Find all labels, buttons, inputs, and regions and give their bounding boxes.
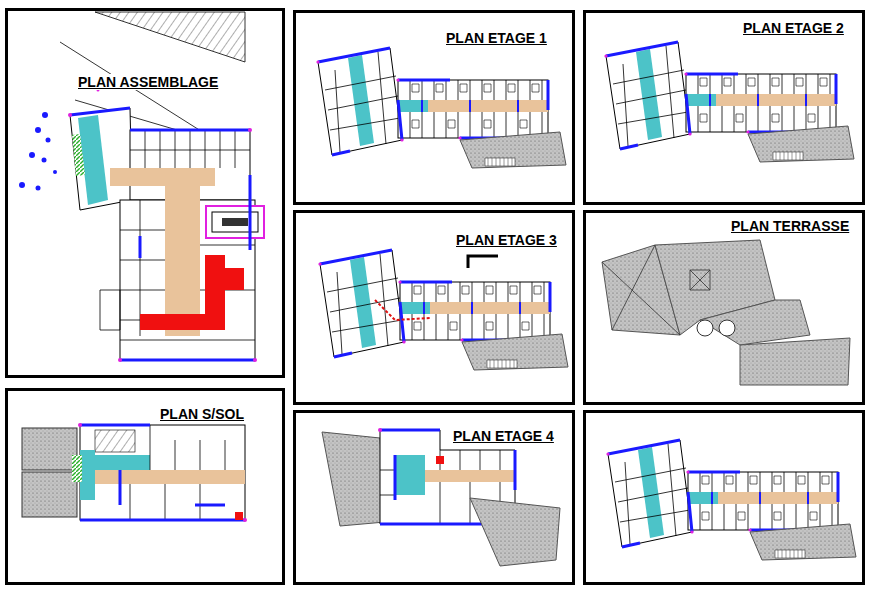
site-plan [95, 12, 245, 62]
plan-panel: PLAN ETAGE 3 [293, 210, 575, 405]
plan-title: PLAN S/SOL [158, 406, 246, 422]
basement-plan [95, 470, 245, 484]
floor-4-plan [378, 428, 382, 432]
site-plan [68, 113, 72, 117]
plan-panel: PLAN ETAGE 4 [293, 410, 575, 585]
floor-plan [316, 48, 566, 168]
plan-title: PLAN TERRASSE [729, 218, 851, 234]
site-plan [100, 290, 255, 340]
site-plan [19, 112, 57, 191]
plan-title: PLAN ETAGE 3 [454, 232, 559, 248]
site-plan [222, 218, 248, 226]
red-mark [375, 300, 430, 320]
floor-plan [318, 250, 568, 370]
site-plan [29, 152, 35, 158]
site-plan [19, 12, 264, 362]
floor-4-plan [436, 456, 444, 464]
plan-panel: PLAN ASSEMBLAGE [5, 8, 285, 378]
roof-plan [697, 320, 713, 336]
site-plan [36, 186, 41, 191]
roof-plan [740, 338, 850, 385]
basement-plan [80, 450, 95, 500]
basement-plan [235, 512, 243, 520]
site-plan [110, 168, 215, 186]
roof-plan [719, 320, 735, 336]
roof-plan [700, 300, 810, 345]
roof-plan [602, 240, 850, 385]
basement-plan [22, 423, 247, 522]
site-plan [165, 186, 200, 336]
roof-plan [602, 245, 710, 335]
site-plan [46, 138, 51, 143]
floor-4-plan [322, 432, 385, 526]
basement-plan [22, 428, 77, 470]
floor-4-plan [322, 428, 560, 566]
plan-panel: PLAN ETAGE 2 [583, 10, 865, 205]
site-plan [35, 127, 41, 133]
plan-title: PLAN ASSEMBLAGE [76, 74, 220, 90]
plan-title: PLAN ETAGE 1 [444, 30, 549, 46]
site-plan [70, 108, 132, 210]
section-mark [468, 256, 498, 268]
basement-plan [95, 430, 135, 452]
panel-border [585, 412, 864, 584]
floor-plan [604, 42, 854, 162]
site-plan [19, 182, 25, 188]
basement-plan [72, 455, 82, 482]
plan-panel: PLAN ETAGE 1 [293, 10, 575, 205]
plan-panel: PLAN S/SOL [5, 388, 285, 585]
basement-plan [243, 518, 247, 522]
site-plan [53, 170, 57, 174]
plan-panel: PLAN TERRASSE [583, 210, 865, 405]
floor-4-plan [470, 498, 560, 566]
site-plan [70, 108, 255, 360]
basement-plan [80, 425, 245, 520]
site-plan [253, 358, 257, 362]
plan-title: PLAN ETAGE 4 [451, 428, 556, 444]
site-plan [248, 128, 252, 132]
site-plan [118, 358, 122, 362]
plan-title: PLAN ETAGE 2 [741, 20, 846, 36]
basement-plan [80, 425, 245, 520]
site-plan [206, 206, 264, 238]
floor-4-plan [425, 470, 515, 482]
floor-4-plan [395, 455, 425, 495]
basement-plan [22, 472, 77, 517]
floor-plan [606, 440, 856, 560]
site-plan [140, 175, 250, 258]
site-plan [42, 158, 47, 163]
basement-plan [95, 455, 150, 470]
site-plan [72, 134, 85, 176]
basement-plan [78, 423, 82, 427]
site-plan [42, 112, 48, 118]
site-plan [140, 255, 244, 330]
